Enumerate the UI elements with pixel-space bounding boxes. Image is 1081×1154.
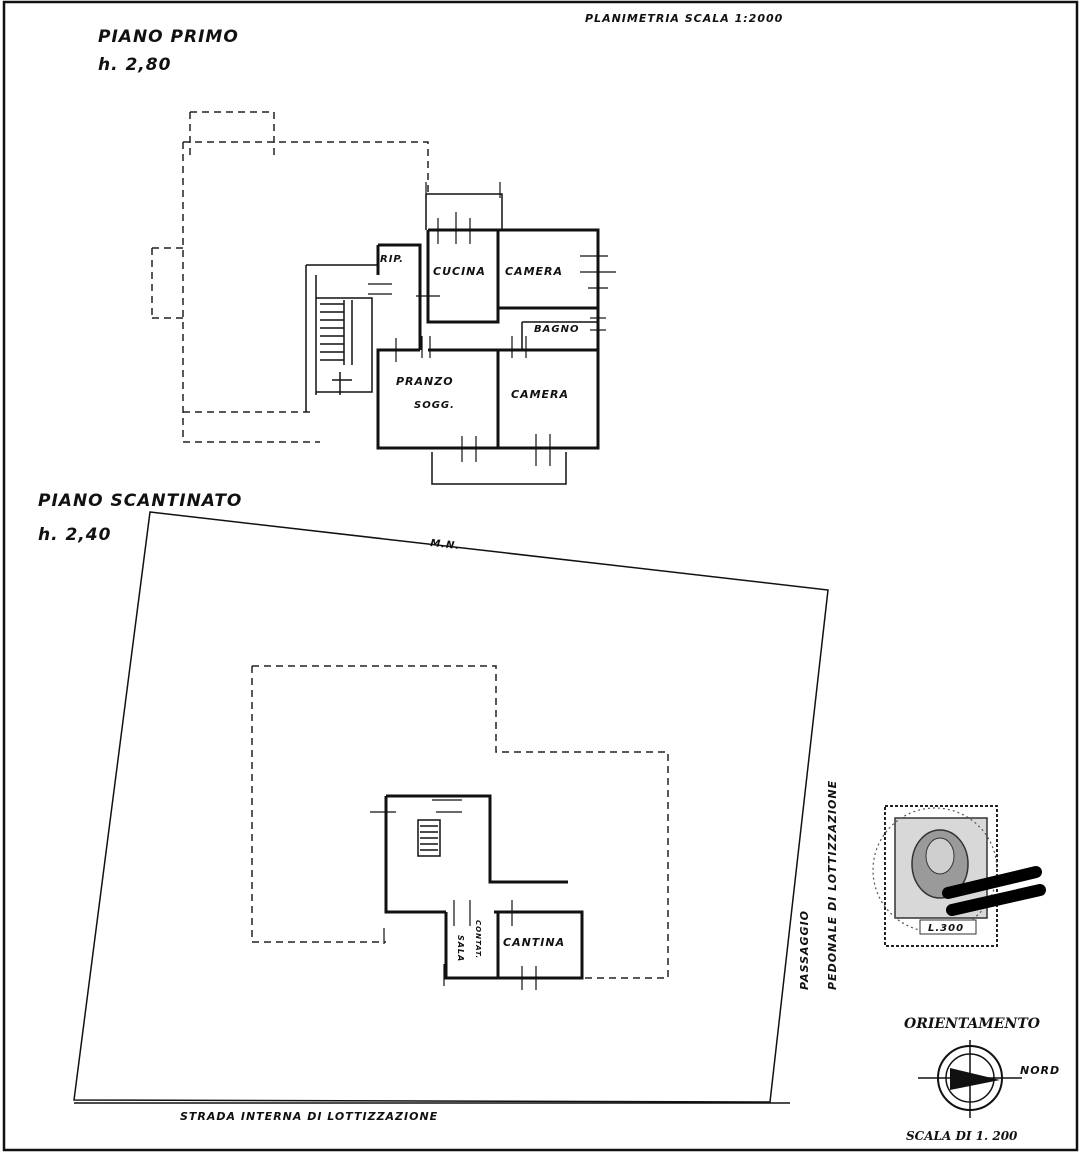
scale-label: SCALA DI 1. 200 [906, 1129, 1018, 1143]
site-boundary [73, 511, 829, 1103]
basement-title: PIANO SCANTINATO [38, 491, 242, 511]
stamp-value: L.300 [928, 923, 964, 934]
first-floor-stair-outline [305, 264, 378, 412]
first-floor-walls [376, 228, 600, 450]
room-label-soggiorno: SOGG. [414, 400, 455, 411]
room-label-cantina: CANTINA [503, 936, 565, 949]
orientation-title: ORIENTAMENTO [904, 1016, 1041, 1032]
room-label-rip: RIP. [380, 254, 404, 265]
room-label-pranzo: PRANZO [396, 375, 454, 388]
room-label-camera-1: CAMERA [505, 265, 563, 278]
revenue-stamp: L.300 [872, 805, 1046, 947]
first-floor-height: h. 2,80 [98, 55, 171, 75]
first-floor-stair-steps [320, 300, 353, 395]
site-north-label: M.N. [430, 538, 461, 552]
room-label-cucina: CUCINA [433, 265, 486, 278]
basement-stair-outline [417, 819, 441, 857]
basement-openings [370, 799, 537, 990]
north-label: NORD [1020, 1064, 1060, 1077]
first-floor-dashed-outline [151, 141, 429, 443]
passage-label-line2: PEDONALE DI LOTTIZZAZIONE [826, 780, 839, 990]
first-floor-dashed-top-terrace [189, 111, 275, 155]
first-floor-balcony [425, 193, 567, 485]
room-label-camera-2: CAMERA [511, 388, 569, 401]
road-label: STRADA INTERNA DI LOTTIZZAZIONE [180, 1110, 438, 1123]
basement-plan: SALA CONTAT. CANTINA [251, 665, 669, 990]
room-label-contatori: CONTAT. [474, 920, 482, 959]
north-compass [918, 1040, 1022, 1118]
basement-stair-steps [420, 825, 438, 851]
room-label-bagno: BAGNO [534, 324, 579, 335]
top-scale-label: PLANIMETRIA SCALA 1:2000 [585, 12, 783, 25]
basement-height: h. 2,40 [38, 525, 111, 545]
first-floor-bagno-walls [521, 321, 598, 350]
basement-dashed-outline [251, 665, 669, 979]
basement-walls [384, 794, 584, 980]
passage-label-line1: PASSAGGIO [798, 910, 811, 990]
room-label-sala: SALA [456, 935, 465, 962]
first-floor-plan: RIP. CUCINA CAMERA BAGNO PRANZO SOGG. CA… [151, 111, 616, 485]
first-floor-openings [368, 182, 616, 466]
first-floor-title: PIANO PRIMO [98, 27, 239, 47]
